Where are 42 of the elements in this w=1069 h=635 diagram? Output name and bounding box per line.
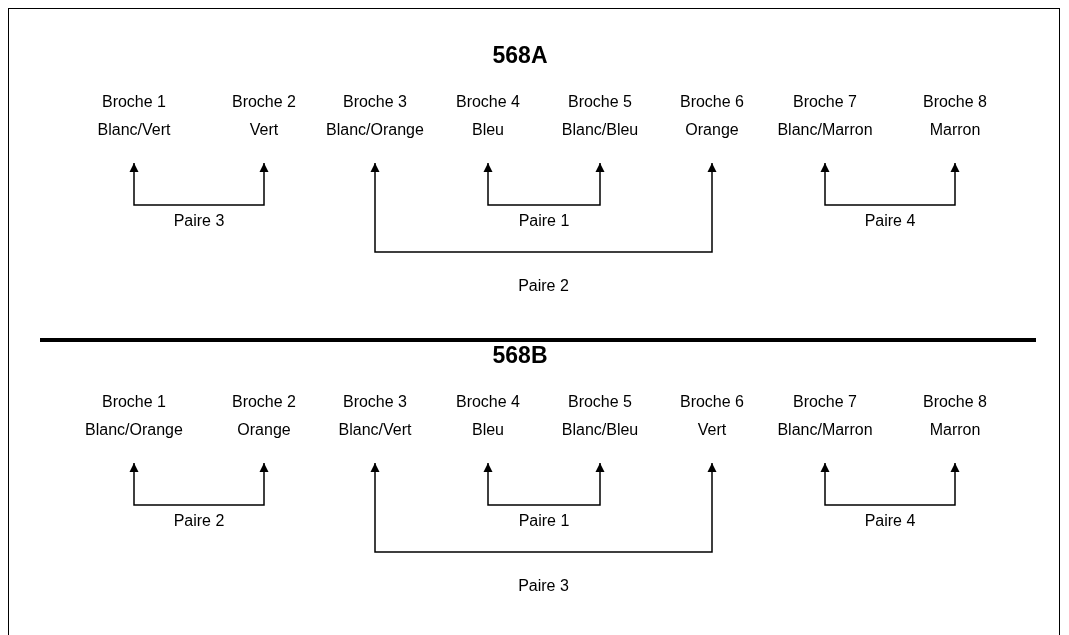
pair-connector — [483, 162, 605, 206]
pair-connector — [370, 162, 717, 253]
pin-number: Broche 8 — [922, 392, 987, 412]
pin-number: Broche 4 — [455, 92, 520, 112]
wire-color: Blanc/Bleu — [561, 420, 639, 440]
wire-color: Marron — [929, 120, 981, 140]
wire-color: Orange — [685, 120, 739, 140]
pin-number: Broche 6 — [679, 92, 744, 112]
wire-color: Blanc/Bleu — [561, 120, 639, 140]
wire-color: Blanc/Marron — [777, 120, 873, 140]
wire-color: Marron — [929, 420, 981, 440]
pin-number: Broche 2 — [231, 392, 296, 412]
pin-number: Broche 3 — [342, 92, 407, 112]
section-heading: 568A — [492, 41, 548, 70]
section-heading: 568B — [492, 341, 548, 370]
wire-color: Blanc/Vert — [97, 120, 171, 140]
pin-number: Broche 7 — [792, 92, 857, 112]
pin-number: Broche 6 — [679, 392, 744, 412]
wire-color: Blanc/Vert — [338, 420, 412, 440]
pin-number: Broche 5 — [567, 92, 632, 112]
wire-color: Orange — [237, 420, 291, 440]
pin-number: Broche 4 — [455, 392, 520, 412]
pair-connector — [129, 462, 269, 506]
pin-number: Broche 8 — [922, 92, 987, 112]
wire-color: Blanc/Orange — [326, 120, 424, 140]
pair-connector — [483, 462, 605, 506]
wire-color: Vert — [249, 120, 279, 140]
wire-color: Bleu — [472, 420, 504, 440]
pin-number: Broche 7 — [792, 392, 857, 412]
pin-number: Broche 1 — [101, 392, 166, 412]
wire-color: Bleu — [472, 120, 504, 140]
pair-connector — [370, 462, 717, 553]
wire-color: Vert — [697, 420, 727, 440]
pair-connector — [820, 162, 960, 206]
pin-number: Broche 3 — [342, 392, 407, 412]
pin-number: Broche 1 — [101, 92, 166, 112]
pin-number: Broche 5 — [567, 392, 632, 412]
wire-color: Blanc/Orange — [85, 420, 183, 440]
pin-number: Broche 2 — [231, 92, 296, 112]
pair-connector — [820, 462, 960, 506]
pair-connector — [129, 162, 269, 206]
wire-color: Blanc/Marron — [777, 420, 873, 440]
